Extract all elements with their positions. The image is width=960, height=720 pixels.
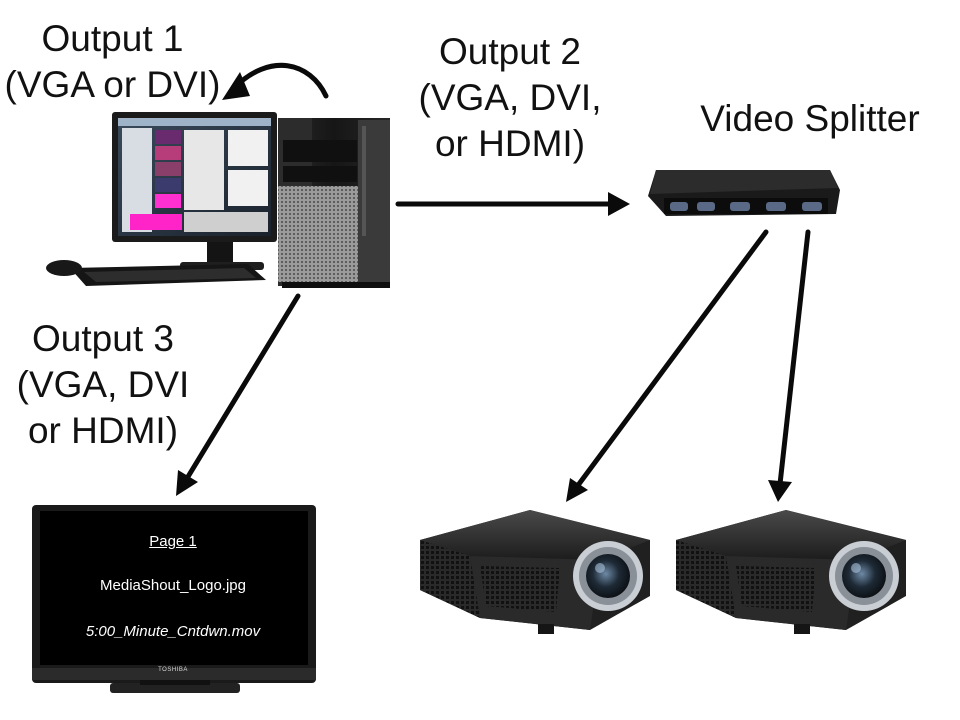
output-2-label: Output 2 (VGA, DVI, or HDMI) [400,29,620,167]
arrow-down-icon [573,229,769,491]
output-1-label: Output 1 (VGA or DVI) [0,16,225,108]
output-1-formats: (VGA or DVI) [4,64,221,105]
projector-icon [676,510,906,634]
output-3-title: Output 3 [32,318,174,359]
tv-item-countdown: 5:00_Minute_Cntdwn.mov [85,623,261,640]
arrowhead [176,470,198,496]
video-splitter-label: Video Splitter [680,96,940,142]
output-1-title: Output 1 [41,18,184,59]
output-3-formats-line1: (VGA, DVI [16,364,190,405]
arrow-curved-icon [231,62,329,99]
arrowhead [768,480,792,502]
arrow-down-icon [777,229,811,487]
output-2-title: Output 2 [439,31,581,72]
output-2-formats-line2: or HDMI) [434,123,586,164]
computer-icon [46,112,390,288]
tv-brand-logo: TOSHIBA [158,667,188,673]
projector-icon [420,510,650,634]
output-2-formats-line1: (VGA, DVI, [418,77,602,118]
video-splitter-title: Video Splitter [700,98,920,139]
tv-page-title: Page 1 [149,533,197,550]
arrowhead [222,72,250,100]
arrow-down-icon [183,293,301,483]
tv-icon [32,505,316,693]
tv-item-logo: MediaShout_Logo.jpg [100,577,246,594]
video-splitter-icon [648,170,840,216]
arrowhead [608,192,630,216]
arrowhead [566,478,588,502]
output-3-label: Output 3 (VGA, DVI or HDMI) [8,316,198,454]
output-3-formats-line2: or HDMI) [27,410,179,451]
